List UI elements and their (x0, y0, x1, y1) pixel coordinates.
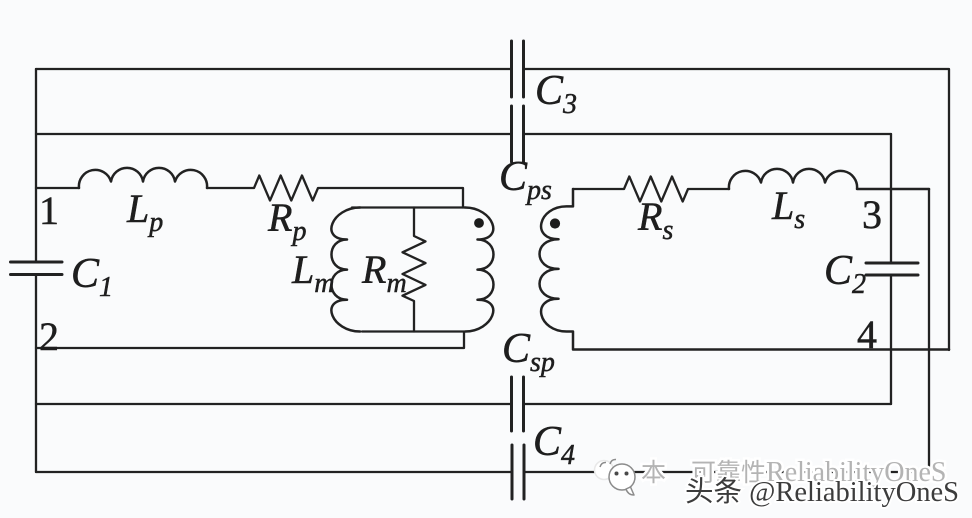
svg-text:2: 2 (39, 314, 59, 359)
svg-text:Rs: Rs (637, 194, 673, 246)
svg-text:Rm: Rm (361, 247, 407, 299)
svg-text:本 可靠性ReliabilityOneS: 本 可靠性ReliabilityOneS (641, 457, 946, 488)
svg-text:头条 @ReliabilityOneS: 头条 @ReliabilityOneS (685, 476, 959, 508)
svg-text:C1: C1 (71, 251, 113, 303)
svg-text:1: 1 (39, 188, 59, 233)
svg-text:3: 3 (862, 192, 882, 237)
svg-text:Lm: Lm (291, 247, 334, 299)
svg-text:4: 4 (857, 312, 877, 357)
